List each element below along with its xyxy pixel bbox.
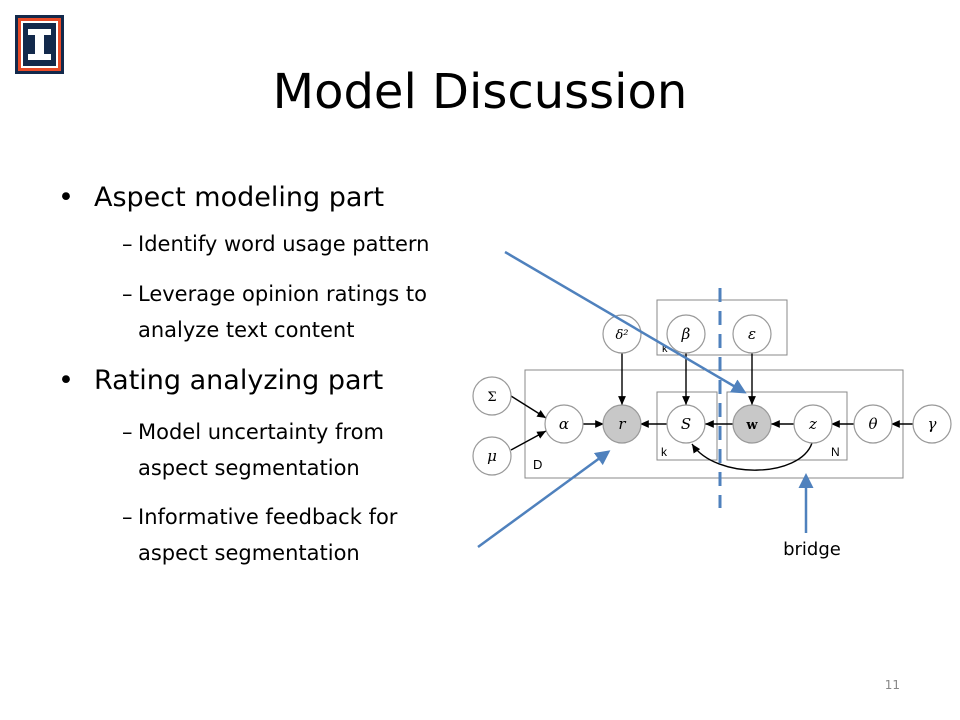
plate-k [656,391,718,461]
node-r: r [602,404,642,444]
bullet-icon: • [58,182,74,213]
plate-label-d: D [533,457,542,472]
bullet-icon: • [58,365,74,396]
node-mu: μ [472,436,512,476]
svg-text:α: α [559,415,569,433]
svg-text:δ²: δ² [615,328,628,343]
svg-text:w: w [745,418,758,433]
svg-text:μ: μ [487,447,497,465]
svg-text:γ: γ [928,415,937,433]
svg-text:S: S [681,415,691,433]
edge-mu-alpha [510,430,547,451]
edge-z-s-curve [691,442,813,471]
node-alpha: α [544,404,584,444]
arrow-rating-to-r [477,450,611,549]
plate-label-k: k [661,445,668,459]
node-beta: β [666,314,706,354]
node-gamma: γ [912,404,952,444]
svg-text:z: z [808,415,817,433]
svg-text:ε: ε [748,325,756,343]
svg-text:Σ: Σ [487,390,496,405]
arrow-aspect-to-w [504,250,747,394]
node-z: z [793,404,833,444]
node-delta: δ² [602,314,642,354]
plate-n [726,391,848,461]
dash-icon: – [122,420,133,444]
edge-sigma-alpha [510,395,547,419]
page-number: 11 [884,678,900,692]
dash-icon: – [122,232,133,256]
dash-icon: – [122,505,133,529]
node-w: w [732,404,772,444]
plate-label-n: N [831,445,840,459]
node-theta: θ [853,404,893,444]
plate-label-top-k: k [662,343,668,355]
bridge-label: bridge [783,539,841,560]
svg-text:r: r [618,415,626,433]
svg-text:θ: θ [868,415,877,433]
dash-icon: – [122,282,133,306]
node-sigma: Σ [472,376,512,416]
node-s: S [666,404,706,444]
university-logo [15,15,64,74]
svg-text:β: β [681,325,691,343]
slide-title: Model Discussion [272,64,688,120]
node-epsilon: ε [732,314,772,354]
plate-top-k [656,299,788,356]
